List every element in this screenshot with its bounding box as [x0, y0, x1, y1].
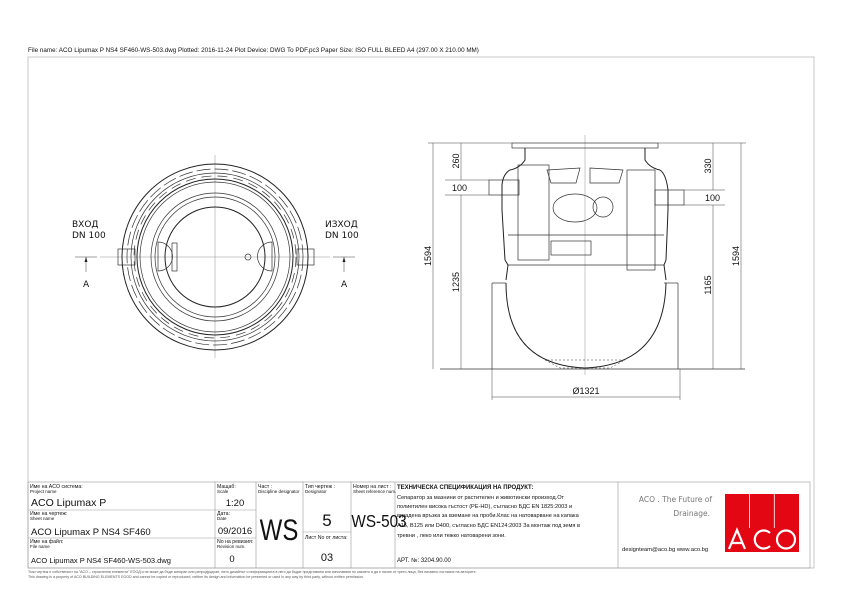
dim-outlet-pipe: 100: [705, 193, 720, 203]
designator-label-en: Designator: [305, 489, 327, 494]
project-label-en: Project name: [30, 489, 57, 494]
section-arrow-icon: [84, 257, 88, 262]
copyright-bg: Този чертеж е собственост на "ACO – стро…: [28, 570, 477, 574]
outlet-size: DN 100: [325, 231, 359, 241]
revision-value: 0: [229, 554, 234, 565]
contact-info[interactable]: designteam@aco.bg www.aco.bg: [622, 547, 708, 553]
sheet-label-en: Sheet name: [30, 516, 55, 521]
sheet-no-label: Лист No от листа:: [305, 535, 348, 541]
reference-label: Номер на лист :: [353, 484, 391, 490]
project-label: Име на ACO система:: [30, 484, 83, 490]
title-block: Име на ACO система: Project name ACO Lip…: [27, 481, 811, 569]
spec-line: Сепаратор за мазнини от растителен и жив…: [397, 495, 565, 501]
slogan-line-1: ACO . The Future of: [639, 495, 712, 504]
outlet-label: ИЗХОД: [325, 220, 358, 230]
date-label: Дата:: [217, 511, 230, 517]
inlet-size: DN 100: [72, 231, 106, 241]
discipline-label-en: Discipline designator: [258, 489, 300, 494]
file-label: Име на файл:: [30, 538, 63, 545]
dim-outlet-top: 330: [703, 158, 713, 173]
spec-line: полиетилен висока гъстост (PE-HD), съгла…: [397, 504, 572, 510]
dim-total-height-right: 1594: [731, 246, 741, 266]
file-name: ACO Lipumax P NS4 SF460-WS-503.dwg: [31, 556, 171, 565]
sheet-name: ACO Lipumax P NS4 SF460: [31, 527, 151, 538]
spec-line: вградена връзка за вземане на проби.Клас…: [397, 513, 580, 519]
plan-view: ВХОД DN 100 ИЗХОД DN 100 A A: [72, 155, 359, 358]
dim-inlet-top: 260: [451, 153, 461, 168]
spec-line: A15, B125 или D400, съгласно БДС EN124:2…: [397, 523, 580, 529]
aco-logo: [725, 494, 799, 552]
dim-inlet-pipe: 100: [452, 183, 467, 193]
dim-total-height-left: 1594: [423, 246, 433, 266]
date-value: 09/2016: [218, 526, 252, 537]
revision-label: No на ревизия:: [217, 539, 253, 545]
designator-label: Тип чертеж :: [305, 484, 335, 490]
spec-line: тревни , леко или тежко натоварени зони.: [397, 533, 506, 539]
section-mark-right: A: [341, 280, 348, 290]
discipline-value: WS: [260, 512, 299, 546]
reference-value: WS-503: [351, 511, 406, 531]
dim-inlet-invert: 1235: [451, 272, 461, 292]
dim-outlet-invert: 1165: [703, 275, 713, 294]
copyright-en: This drawing is a property of ACO BUILDI…: [28, 575, 364, 579]
spec-title: ТЕХНИЧЕСКА СПЕЦИФИКАЦИЯ НА ПРОДУКТ:: [397, 485, 534, 491]
dim-diameter: Ø1321: [572, 386, 599, 396]
section-mark-left: A: [83, 280, 90, 290]
sheet-label: Име на чертеж:: [30, 511, 67, 517]
slogan-line-2: Drainage.: [673, 509, 710, 518]
reference-label-en: Sheet reference num.: [353, 489, 396, 494]
section-arrow-icon: [342, 257, 346, 262]
scale-label: Мащаб:: [217, 484, 236, 490]
scale-label-en: Scale: [217, 489, 229, 494]
inlet-label: ВХОД: [72, 220, 98, 230]
plot-info: File name: ACO Lipumax P NS4 SF460-WS-50…: [28, 47, 479, 54]
scale-value: 1:20: [226, 498, 245, 509]
file-label-en: File name: [30, 544, 50, 549]
revision-label-en: Revision num.: [217, 544, 246, 549]
sheet-no-value: 03: [321, 552, 333, 564]
article-number: АРТ. №: 3204.90.00: [397, 557, 452, 564]
discipline-label: Част :: [258, 484, 272, 490]
section-view: 1594 260 100 1235 330 100 1165 1594 Ø132…: [423, 135, 746, 400]
project-name: ACO Lipumax P: [31, 497, 106, 509]
sheet-frame: [27, 56, 815, 569]
designator-value: 5: [322, 511, 331, 530]
date-label-en: Date: [217, 516, 227, 521]
